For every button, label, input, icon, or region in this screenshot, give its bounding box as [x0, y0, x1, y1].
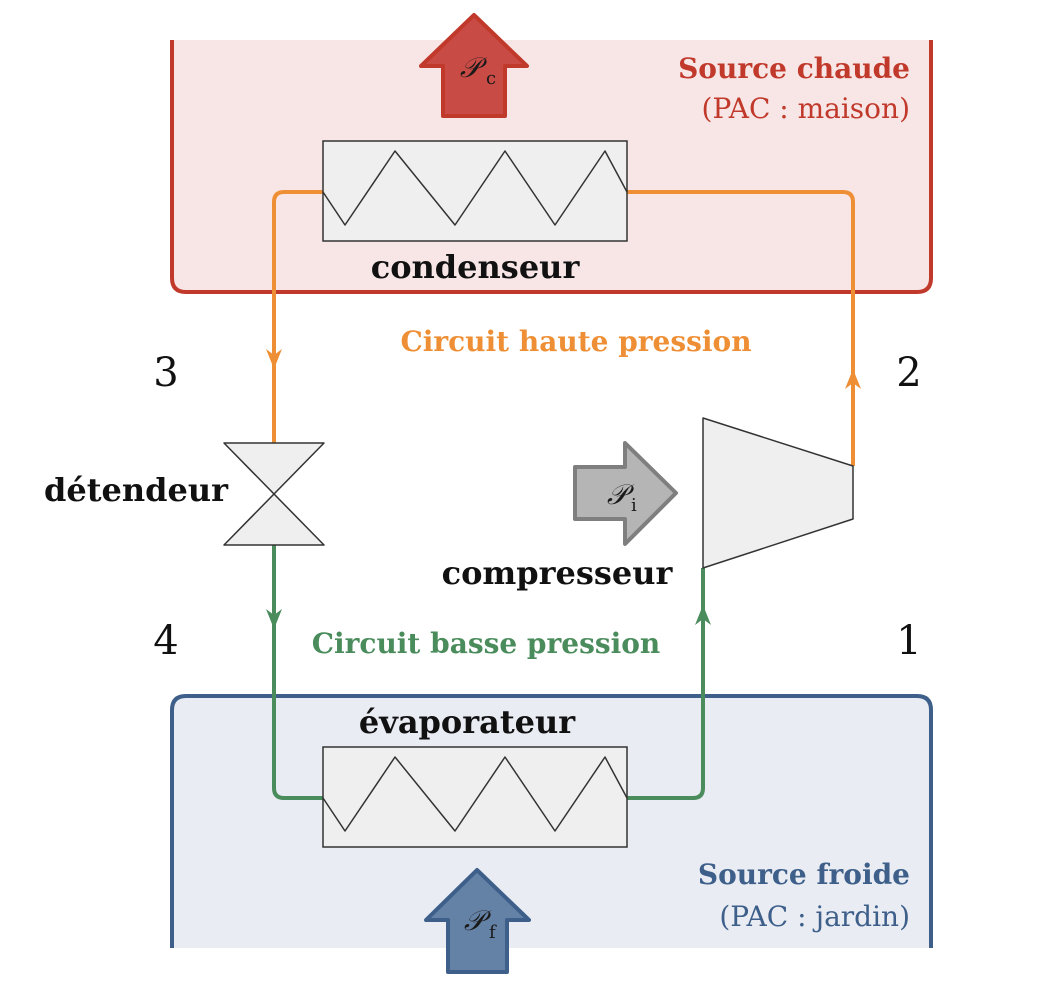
flow-arrow-up-lp: [695, 605, 711, 625]
expansion-valve-label: détendeur: [44, 471, 229, 509]
flow-arrow-down-lp: [266, 609, 282, 629]
hot-source-border: [170, 40, 933, 294]
low-pressure-label: Circuit basse pression: [312, 627, 661, 660]
flow-arrow-up-hp: [845, 369, 861, 389]
cold-source-border: [170, 694, 933, 948]
compressor: [702, 417, 854, 569]
high-pressure-label: Circuit haute pression: [400, 325, 751, 358]
hot-power-arrow: 𝒫 c: [419, 13, 529, 118]
compressor-power-arrow: 𝒫 i: [573, 441, 678, 546]
state-1-label: 1: [896, 618, 921, 664]
condenser: [322, 140, 628, 242]
flow-arrow-down-hp: [266, 349, 282, 369]
hot-source-title: Source chaude: [678, 52, 910, 85]
hot-power-subscript: c: [486, 68, 496, 89]
evaporator-label: évaporateur: [359, 703, 576, 741]
low-pressure-circuit: [272, 545, 705, 800]
compressor-power-subscript: i: [631, 495, 637, 516]
evaporator: [322, 746, 628, 848]
expansion-valve: [223, 442, 325, 546]
condenser-label: condenseur: [371, 248, 581, 286]
state-3-label: 3: [153, 350, 178, 396]
hot-source-subtitle: (PAC : maison): [702, 92, 910, 125]
high-pressure-circuit: [272, 190, 855, 466]
cold-power-subscript: f: [489, 922, 497, 943]
state-2-label: 2: [896, 350, 921, 396]
cold-source-subtitle: (PAC : jardin): [719, 900, 910, 933]
compressor-label: compresseur: [442, 554, 674, 592]
cold-power-arrow: 𝒫 f: [424, 868, 531, 974]
cold-source-title: Source froide: [698, 858, 910, 891]
state-4-label: 4: [153, 618, 178, 664]
